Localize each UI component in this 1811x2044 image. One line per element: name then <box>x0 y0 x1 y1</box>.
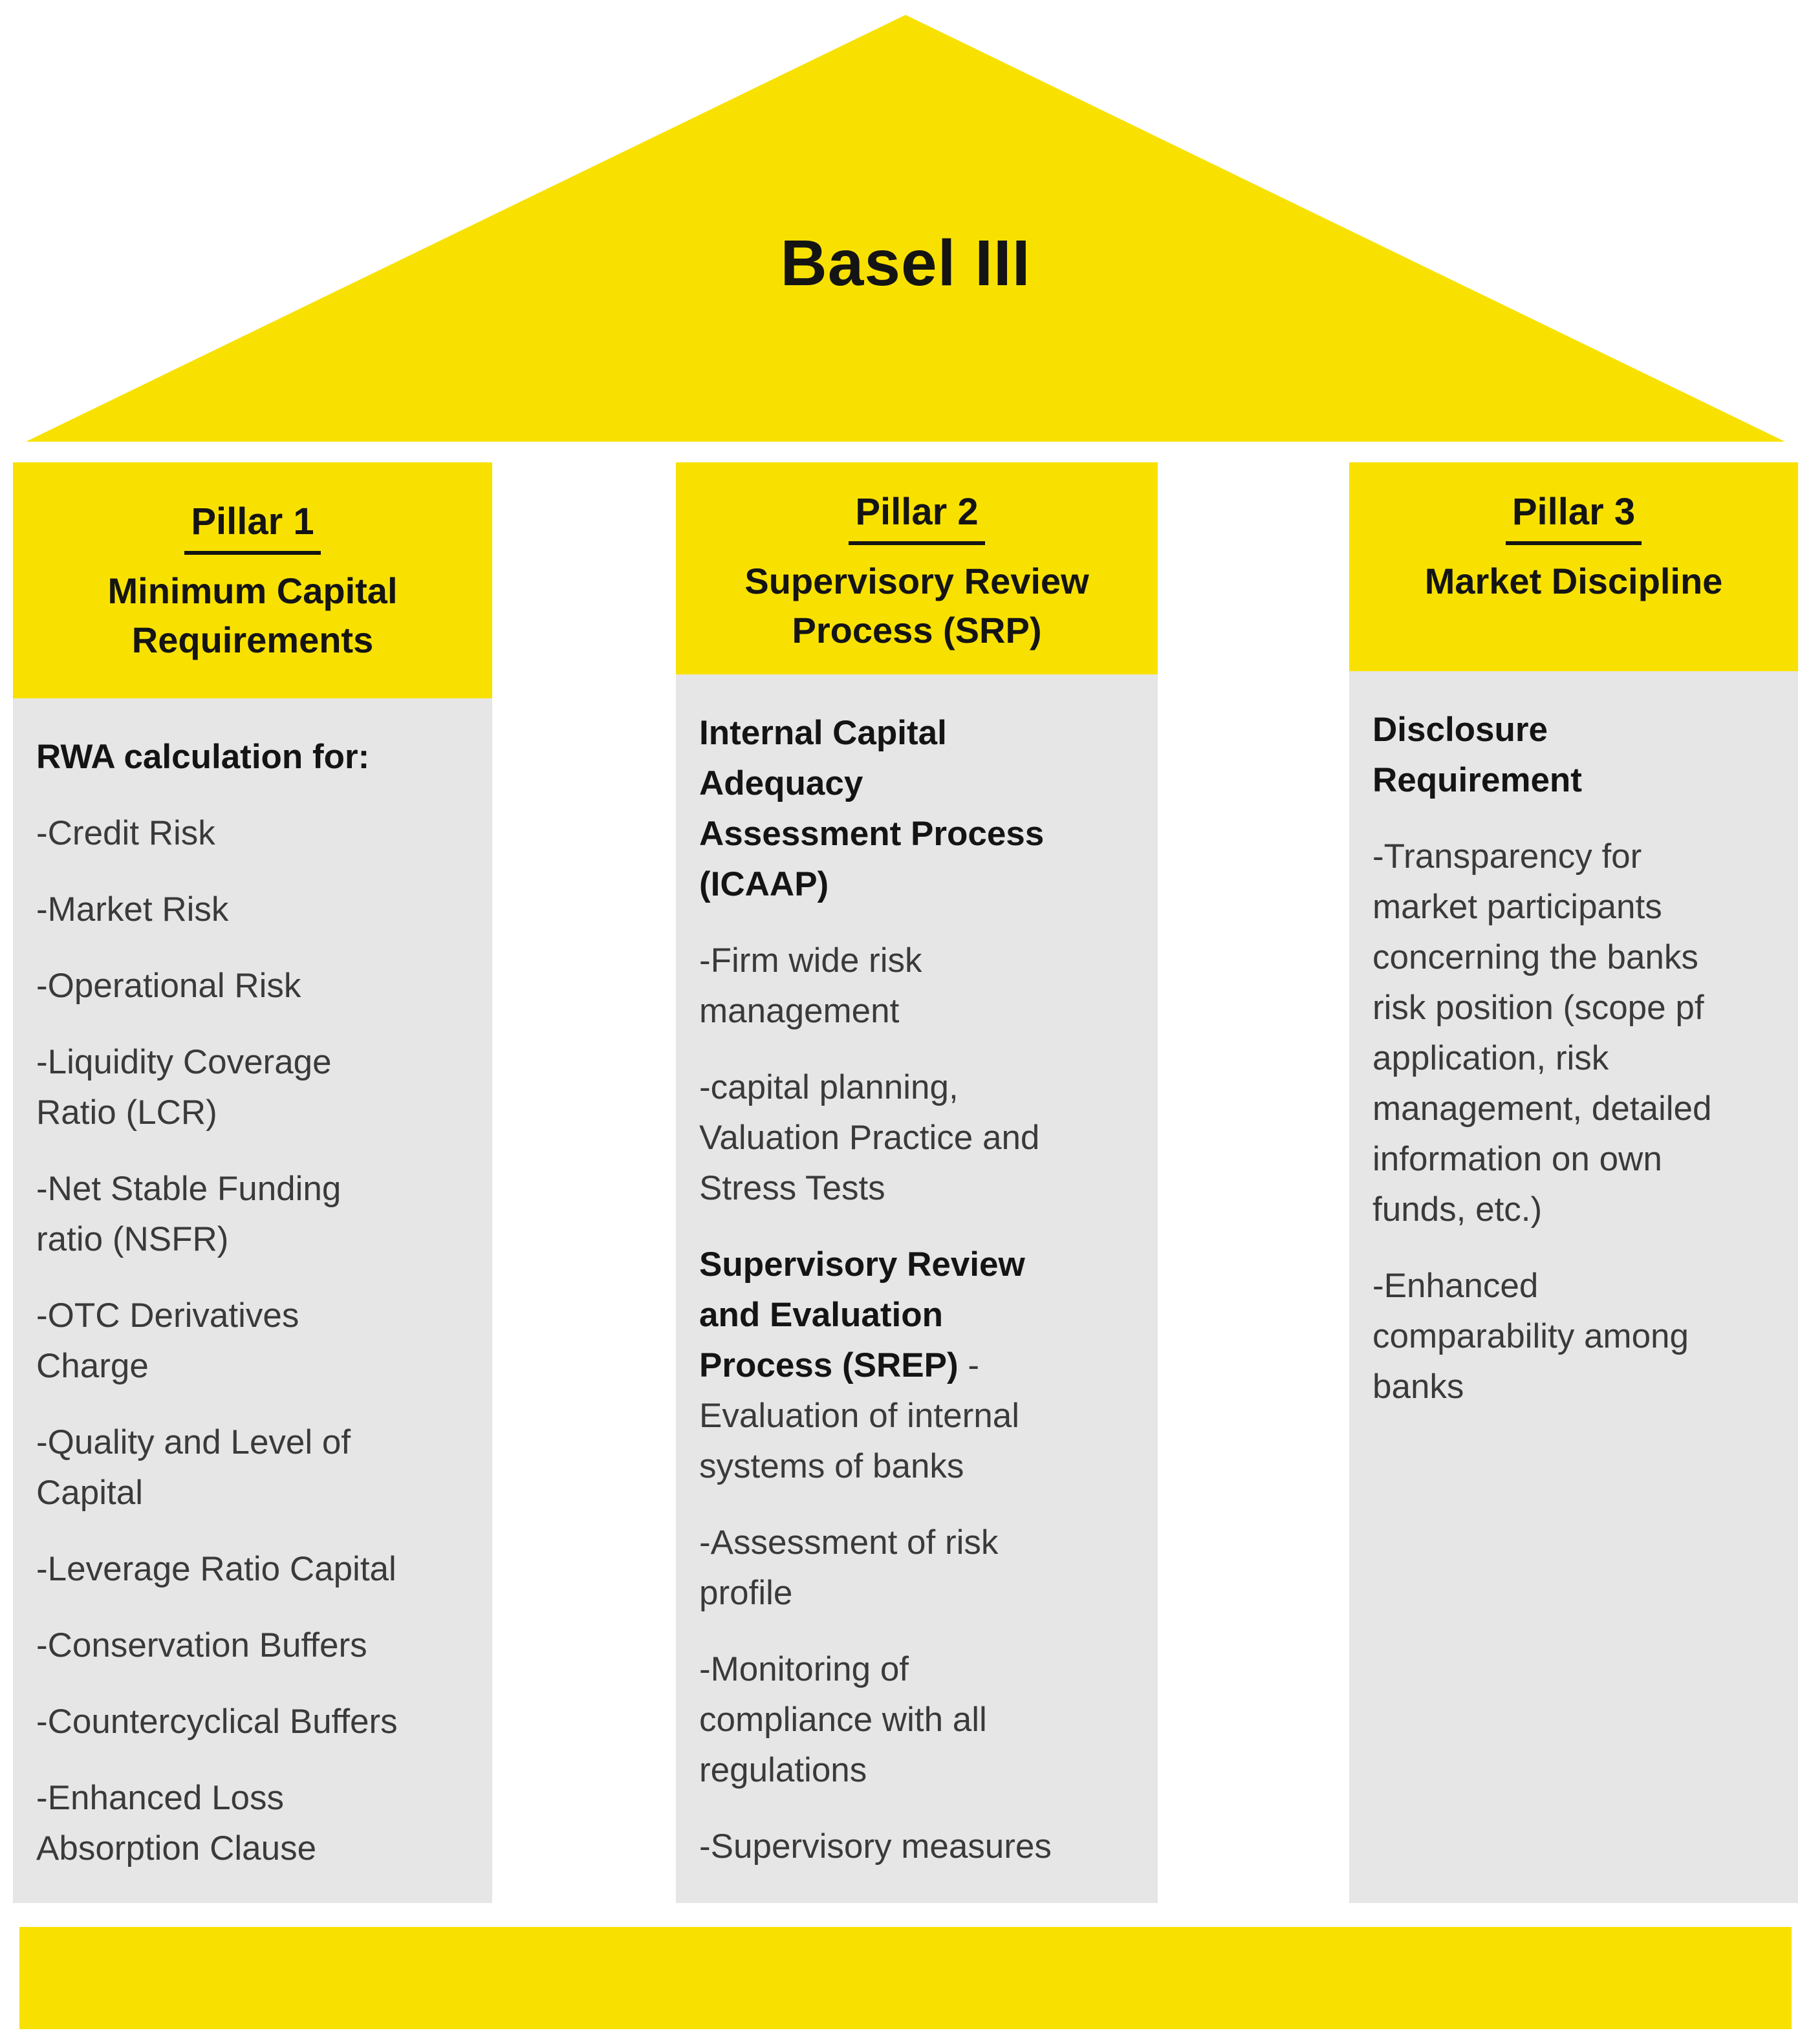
pillar-2-body: Internal Capital Adequacy Assessment Pro… <box>676 674 1158 1903</box>
pillar-item-text: -Quality and Level of Capital <box>36 1423 351 1512</box>
pillar-item-text: -Net Stable Funding ratio (NSFR) <box>36 1170 342 1258</box>
roof-triangle <box>26 15 1785 442</box>
pillar-item: -OTC Derivatives Charge <box>36 1291 461 1392</box>
pillar-item: -Assessment of risk profile <box>699 1518 1127 1619</box>
pillar-3-header: Pillar 3 Market Discipline <box>1349 462 1798 671</box>
pillar-1-heading: Pillar 1 <box>13 498 492 555</box>
pillar-2-column: Pillar 2 Supervisory Review Process (SRP… <box>676 462 1158 1903</box>
pillar-item: -Supervisory measures <box>699 1822 1127 1872</box>
pillar-1-header: Pillar 1 Minimum Capital Requirements <box>13 462 492 698</box>
diagram-title: Basel III <box>780 227 1031 299</box>
pillar-item-text: -Leverage Ratio Capital <box>36 1550 396 1588</box>
pillar-2-heading-text: Pillar 2 <box>849 488 985 545</box>
pillar-item-text: -Liquidity Coverage Ratio (LCR) <box>36 1043 332 1132</box>
pillar-item: -capital planning, Valuation Practice an… <box>699 1062 1127 1214</box>
pillar-2-header: Pillar 2 Supervisory Review Process (SRP… <box>676 462 1158 674</box>
pillar-item: -Quality and Level of Capital <box>36 1417 461 1518</box>
pillar-item-text: -Enhanced comparability among banks <box>1372 1267 1689 1406</box>
pillar-item-text: -Credit Risk <box>36 814 215 852</box>
pillar-item-text: -Monitoring of compliance with all regul… <box>699 1650 987 1789</box>
pillar-item: Disclosure Requirement <box>1372 705 1767 806</box>
pillar-item: -Transparency for market participants co… <box>1372 832 1767 1235</box>
pillar-item: -Leverage Ratio Capital <box>36 1544 461 1595</box>
pillar-item: -Countercyclical Buffers <box>36 1697 461 1747</box>
pillar-3-subtitle: Market Discipline <box>1424 561 1723 601</box>
pillar-item: -Monitoring of compliance with all regul… <box>699 1644 1127 1796</box>
pillar-1-subtitle: Minimum Capital Requirements <box>107 570 398 660</box>
pillar-item-text: -capital planning, Valuation Practice an… <box>699 1068 1040 1207</box>
pillar-3-column: Pillar 3 Market Discipline Disclosure Re… <box>1349 462 1798 1903</box>
pillar-1-heading-text: Pillar 1 <box>184 498 321 555</box>
pillar-item-text: -Market Risk <box>36 890 229 929</box>
pillar-item-bold-text: Disclosure Requirement <box>1372 711 1582 799</box>
pillar-item-text: -Enhanced Loss Absorption Clause <box>36 1779 317 1867</box>
pillar-1-body: RWA calculation for: -Credit Risk -Marke… <box>13 698 492 1903</box>
pillar-item: -Enhanced Loss Absorption Clause <box>36 1773 461 1874</box>
pillar-item-bold-text: RWA calculation for: <box>36 738 370 776</box>
pillar-3-heading: Pillar 3 <box>1349 488 1798 545</box>
pillar-item-bold-text: Supervisory Review and Evaluation Proces… <box>699 1245 1025 1384</box>
pillar-item-text: -Countercyclical Buffers <box>36 1703 398 1741</box>
pillar-item: -Liquidity Coverage Ratio (LCR) <box>36 1037 461 1138</box>
pillar-2-heading: Pillar 2 <box>676 488 1158 545</box>
pillar-item-text: -OTC Derivatives Charge <box>36 1296 299 1385</box>
pillar-3-heading-text: Pillar 3 <box>1505 488 1642 545</box>
pillar-item: -Enhanced comparability among banks <box>1372 1261 1767 1412</box>
pillar-item: -Credit Risk <box>36 808 461 859</box>
pillar-item-text: -Operational Risk <box>36 967 301 1005</box>
foundation-bar <box>19 1927 1792 2029</box>
pillar-3-body: Disclosure Requirement -Transparency for… <box>1349 671 1798 1903</box>
pillar-2-subtitle: Supervisory Review Process (SRP) <box>744 561 1089 651</box>
pillar-item: -Firm wide risk management <box>699 936 1127 1037</box>
pillar-item-text: -Conservation Buffers <box>36 1626 367 1664</box>
pillar-item-text: -Firm wide risk management <box>699 941 922 1030</box>
pillar-item: RWA calculation for: <box>36 732 461 782</box>
pillar-item-bold-text: Internal Capital Adequacy Assessment Pro… <box>699 714 1045 903</box>
pillar-item: Internal Capital Adequacy Assessment Pro… <box>699 708 1127 910</box>
pillar-item: Supervisory Review and Evaluation Proces… <box>699 1240 1127 1492</box>
pillar-item-text: -Transparency for market participants co… <box>1372 837 1712 1229</box>
pillar-item: -Net Stable Funding ratio (NSFR) <box>36 1164 461 1265</box>
pillar-item: -Conservation Buffers <box>36 1620 461 1671</box>
pillar-item: -Market Risk <box>36 885 461 935</box>
pillar-1-column: Pillar 1 Minimum Capital Requirements RW… <box>13 462 492 1903</box>
pillar-item-text: -Assessment of risk profile <box>699 1523 999 1612</box>
pillar-item-text: - Evaluation of internal systems of bank… <box>699 1346 1019 1485</box>
pillar-item-text: -Supervisory measures <box>699 1827 1052 1866</box>
pillar-item: -Operational Risk <box>36 961 461 1011</box>
